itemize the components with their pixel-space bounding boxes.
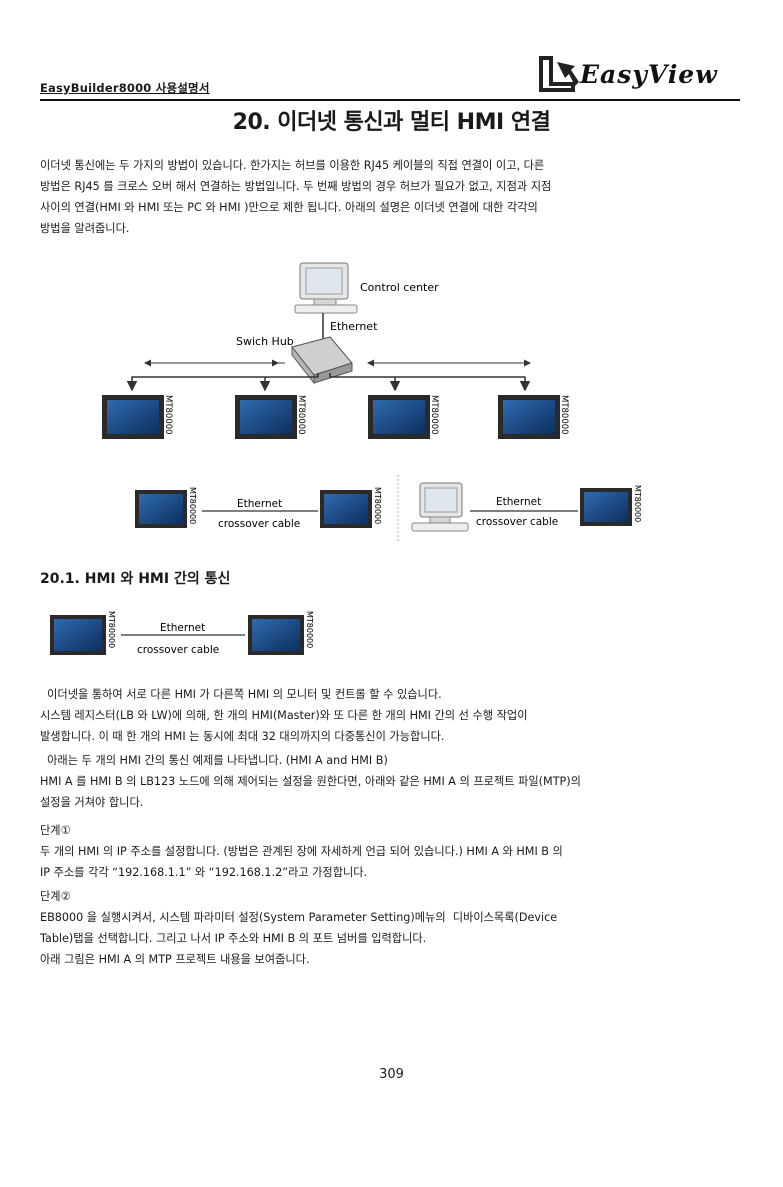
hmi-device-a: MT80000 bbox=[50, 611, 116, 655]
device-label: MT80000 bbox=[163, 395, 173, 435]
hmi-device-a: MT80000 bbox=[135, 487, 197, 528]
pc-icon bbox=[411, 482, 469, 532]
cable-label-line1: Ethernet bbox=[496, 496, 541, 508]
device-label: MT80000 bbox=[633, 485, 642, 522]
device-label: MT80000 bbox=[429, 395, 439, 435]
hmi-device-b: MT80000 bbox=[320, 487, 382, 528]
switch-hub-icon bbox=[291, 336, 353, 385]
section-heading: 20.1. HMI 와 HMI 간의 통신 bbox=[40, 571, 231, 587]
ethernet-label: Ethernet bbox=[330, 320, 378, 333]
hmi-device-4: MT80000 bbox=[498, 395, 569, 439]
paragraph-2: 아래는 두 개의 HMI 간의 통신 예제를 나타냅니다. (HMI A and… bbox=[40, 754, 581, 809]
hmi-device-b: MT80000 bbox=[248, 611, 314, 655]
cable-label-line2: crossover cable bbox=[137, 644, 219, 656]
device-label: MT80000 bbox=[107, 611, 116, 648]
hmi-device-3: MT80000 bbox=[368, 395, 439, 439]
control-center-pc-icon bbox=[294, 262, 358, 314]
cable-label-line2: crossover cable bbox=[218, 518, 300, 530]
logo-text: EasyView bbox=[580, 60, 718, 89]
paragraph-1: 이더넷을 통하여 서로 다른 HMI 가 다른쪽 HMI 의 모니터 및 컨트롤… bbox=[40, 688, 528, 743]
device-label: MT80000 bbox=[559, 395, 569, 435]
device-label: MT80000 bbox=[373, 487, 382, 524]
intro-paragraph: 이더넷 통신에는 두 가지의 방법이 있습니다. 한가지는 허브를 이용한 RJ… bbox=[40, 159, 552, 235]
hmi-device-1: MT80000 bbox=[102, 395, 173, 439]
step-2: 단계② EB8000 을 실행시켜서, 시스템 파라미터 설정(System P… bbox=[40, 890, 558, 966]
device-label: MT80000 bbox=[296, 395, 306, 435]
cable-label-line1: Ethernet bbox=[160, 622, 205, 634]
logo-mark-icon bbox=[539, 56, 579, 92]
crossover-diagram: MT80000 Ethernet crossover cable MT80000… bbox=[135, 475, 642, 543]
device-label: MT80000 bbox=[305, 611, 314, 648]
hmi-device-c: MT80000 bbox=[580, 485, 642, 526]
manual-title: EasyBuilder8000 사용설명서 bbox=[40, 81, 210, 95]
device-label: MT80000 bbox=[188, 487, 197, 524]
easyview-logo: EasyView bbox=[535, 52, 725, 96]
header-rule bbox=[40, 99, 740, 101]
control-center-label: Control center bbox=[360, 281, 439, 294]
hmi-to-hmi-diagram: MT80000 Ethernet crossover cable MT80000 bbox=[50, 611, 314, 656]
page-number: 309 bbox=[379, 1067, 404, 1082]
switch-hub-label: Swich Hub bbox=[236, 335, 294, 348]
hub-topology-diagram: Control center Ethernet Swich Hub MT8000… bbox=[102, 262, 569, 439]
step-1: 단계① 두 개의 HMI 의 IP 주소를 설정합니다. (방법은 관계된 장에… bbox=[40, 824, 563, 879]
cable-label-line1: Ethernet bbox=[237, 498, 282, 510]
cable-label-line2: crossover cable bbox=[476, 516, 558, 528]
hmi-device-2: MT80000 bbox=[235, 395, 306, 439]
page-title: 20. 이더넷 통신과 멀티 HMI 연결 bbox=[232, 110, 551, 135]
